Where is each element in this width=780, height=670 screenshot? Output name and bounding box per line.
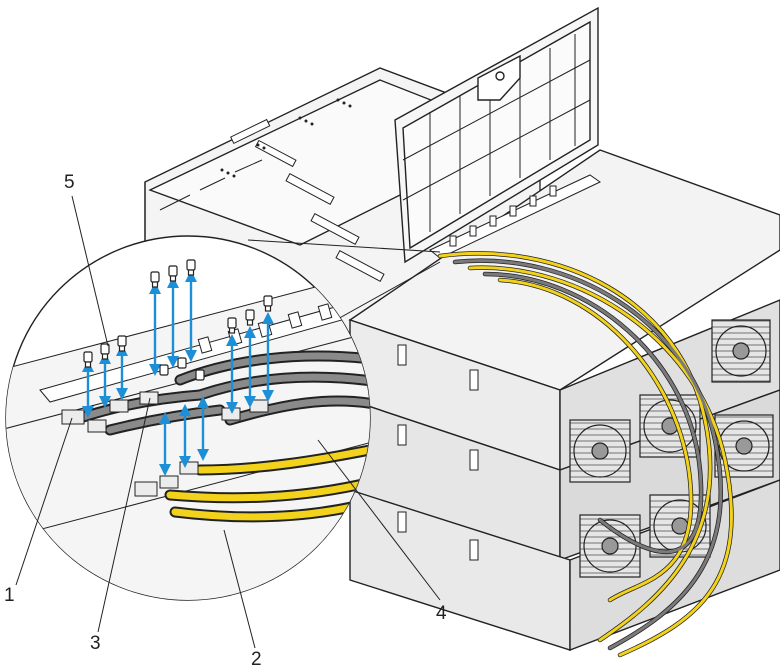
removal-arrows bbox=[82, 270, 274, 476]
fan-3 bbox=[711, 319, 771, 383]
thumbscrews bbox=[83, 259, 273, 381]
cable-harness-main bbox=[437, 251, 734, 658]
fan-1 bbox=[569, 419, 631, 483]
rear-connector-strip bbox=[429, 174, 601, 259]
callout-3: 3 bbox=[90, 633, 101, 654]
callout-1: 1 bbox=[4, 585, 15, 606]
detail-magnifier bbox=[5, 235, 371, 601]
fan-4 bbox=[579, 514, 641, 578]
cooling-fan-group bbox=[569, 319, 774, 578]
callout-2: 2 bbox=[251, 649, 262, 670]
callout-4: 4 bbox=[436, 603, 447, 624]
hinged-air-shroud bbox=[394, 6, 599, 264]
callout-leaders bbox=[15, 195, 441, 649]
callout-5: 5 bbox=[64, 172, 75, 193]
